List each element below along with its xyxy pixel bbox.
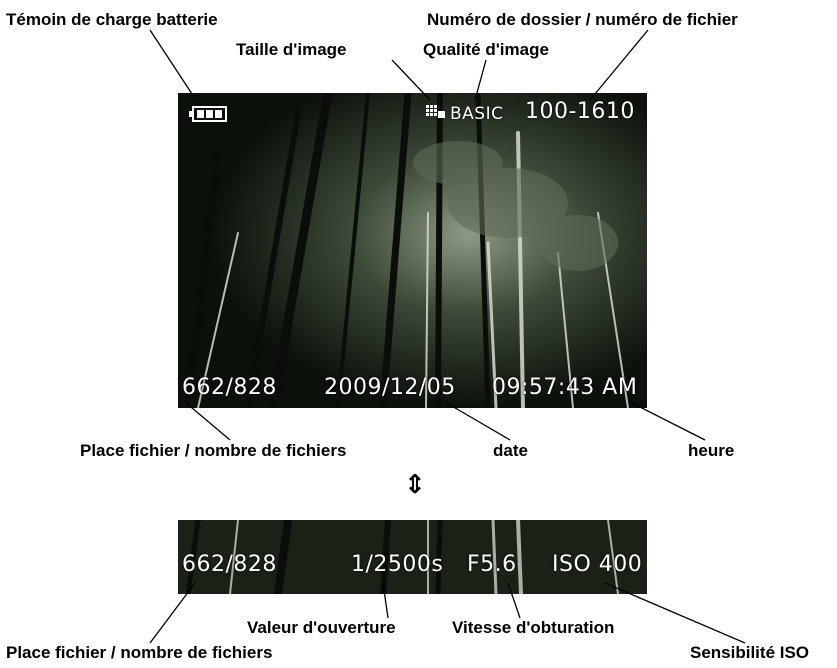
leader-file-position-bottom [149, 582, 196, 644]
aperture-label: Valeur d'ouverture [247, 618, 396, 637]
time-value: 09:57:43 AM [492, 375, 638, 400]
folder-file-value: 100-1610 [525, 99, 635, 124]
iso-value: ISO 400 [552, 552, 643, 577]
image-size-label: Taille d'image [236, 40, 347, 59]
leader-time [629, 401, 706, 441]
leader-folder-file [589, 29, 649, 101]
bamboo-photo-strip [178, 520, 647, 594]
file-position-label-top: Place fichier / nombre de fichiers [80, 441, 347, 460]
image-quality-value: BASIC [450, 104, 504, 124]
image-quality-label: Qualité d'image [423, 40, 549, 59]
time-label: heure [688, 441, 735, 460]
folder-file-label: Numéro de dossier / numéro de fichier [427, 10, 738, 29]
leader-image-quality [474, 59, 487, 101]
aperture-value: F5.6 [467, 552, 517, 577]
up-down-arrow-icon: ⇕ [404, 470, 426, 500]
playback-screen-bottom: 662/828 1/2500s F5.6 ISO 400 [178, 520, 647, 594]
shutter-value: 1/2500s [351, 552, 444, 577]
leader-file-position-top [184, 401, 231, 441]
date-label: date [493, 441, 528, 460]
shutter-label: Vitesse d'obturation [452, 618, 615, 637]
image-size-icon [426, 105, 445, 118]
bamboo-photo [178, 93, 647, 408]
iso-label: Sensibilité ISO [690, 643, 810, 662]
battery-icon [189, 106, 227, 122]
file-position-label-bottom: Place fichier / nombre de fichiers [6, 643, 273, 662]
leader-iso [604, 582, 746, 644]
battery-label: Témoin de charge batterie [6, 10, 218, 29]
file-count-value: 662/828 [182, 375, 277, 400]
leader-date [444, 401, 511, 441]
leader-image-size [391, 59, 431, 101]
leader-aperture [382, 582, 389, 619]
leader-battery [149, 29, 197, 101]
date-value: 2009/12/05 [324, 375, 456, 400]
playback-screen-top: BASIC 100-1610 662/828 2009/12/05 09:57:… [178, 93, 647, 408]
leader-shutter [507, 582, 521, 619]
file-count-value-bottom: 662/828 [182, 552, 277, 577]
